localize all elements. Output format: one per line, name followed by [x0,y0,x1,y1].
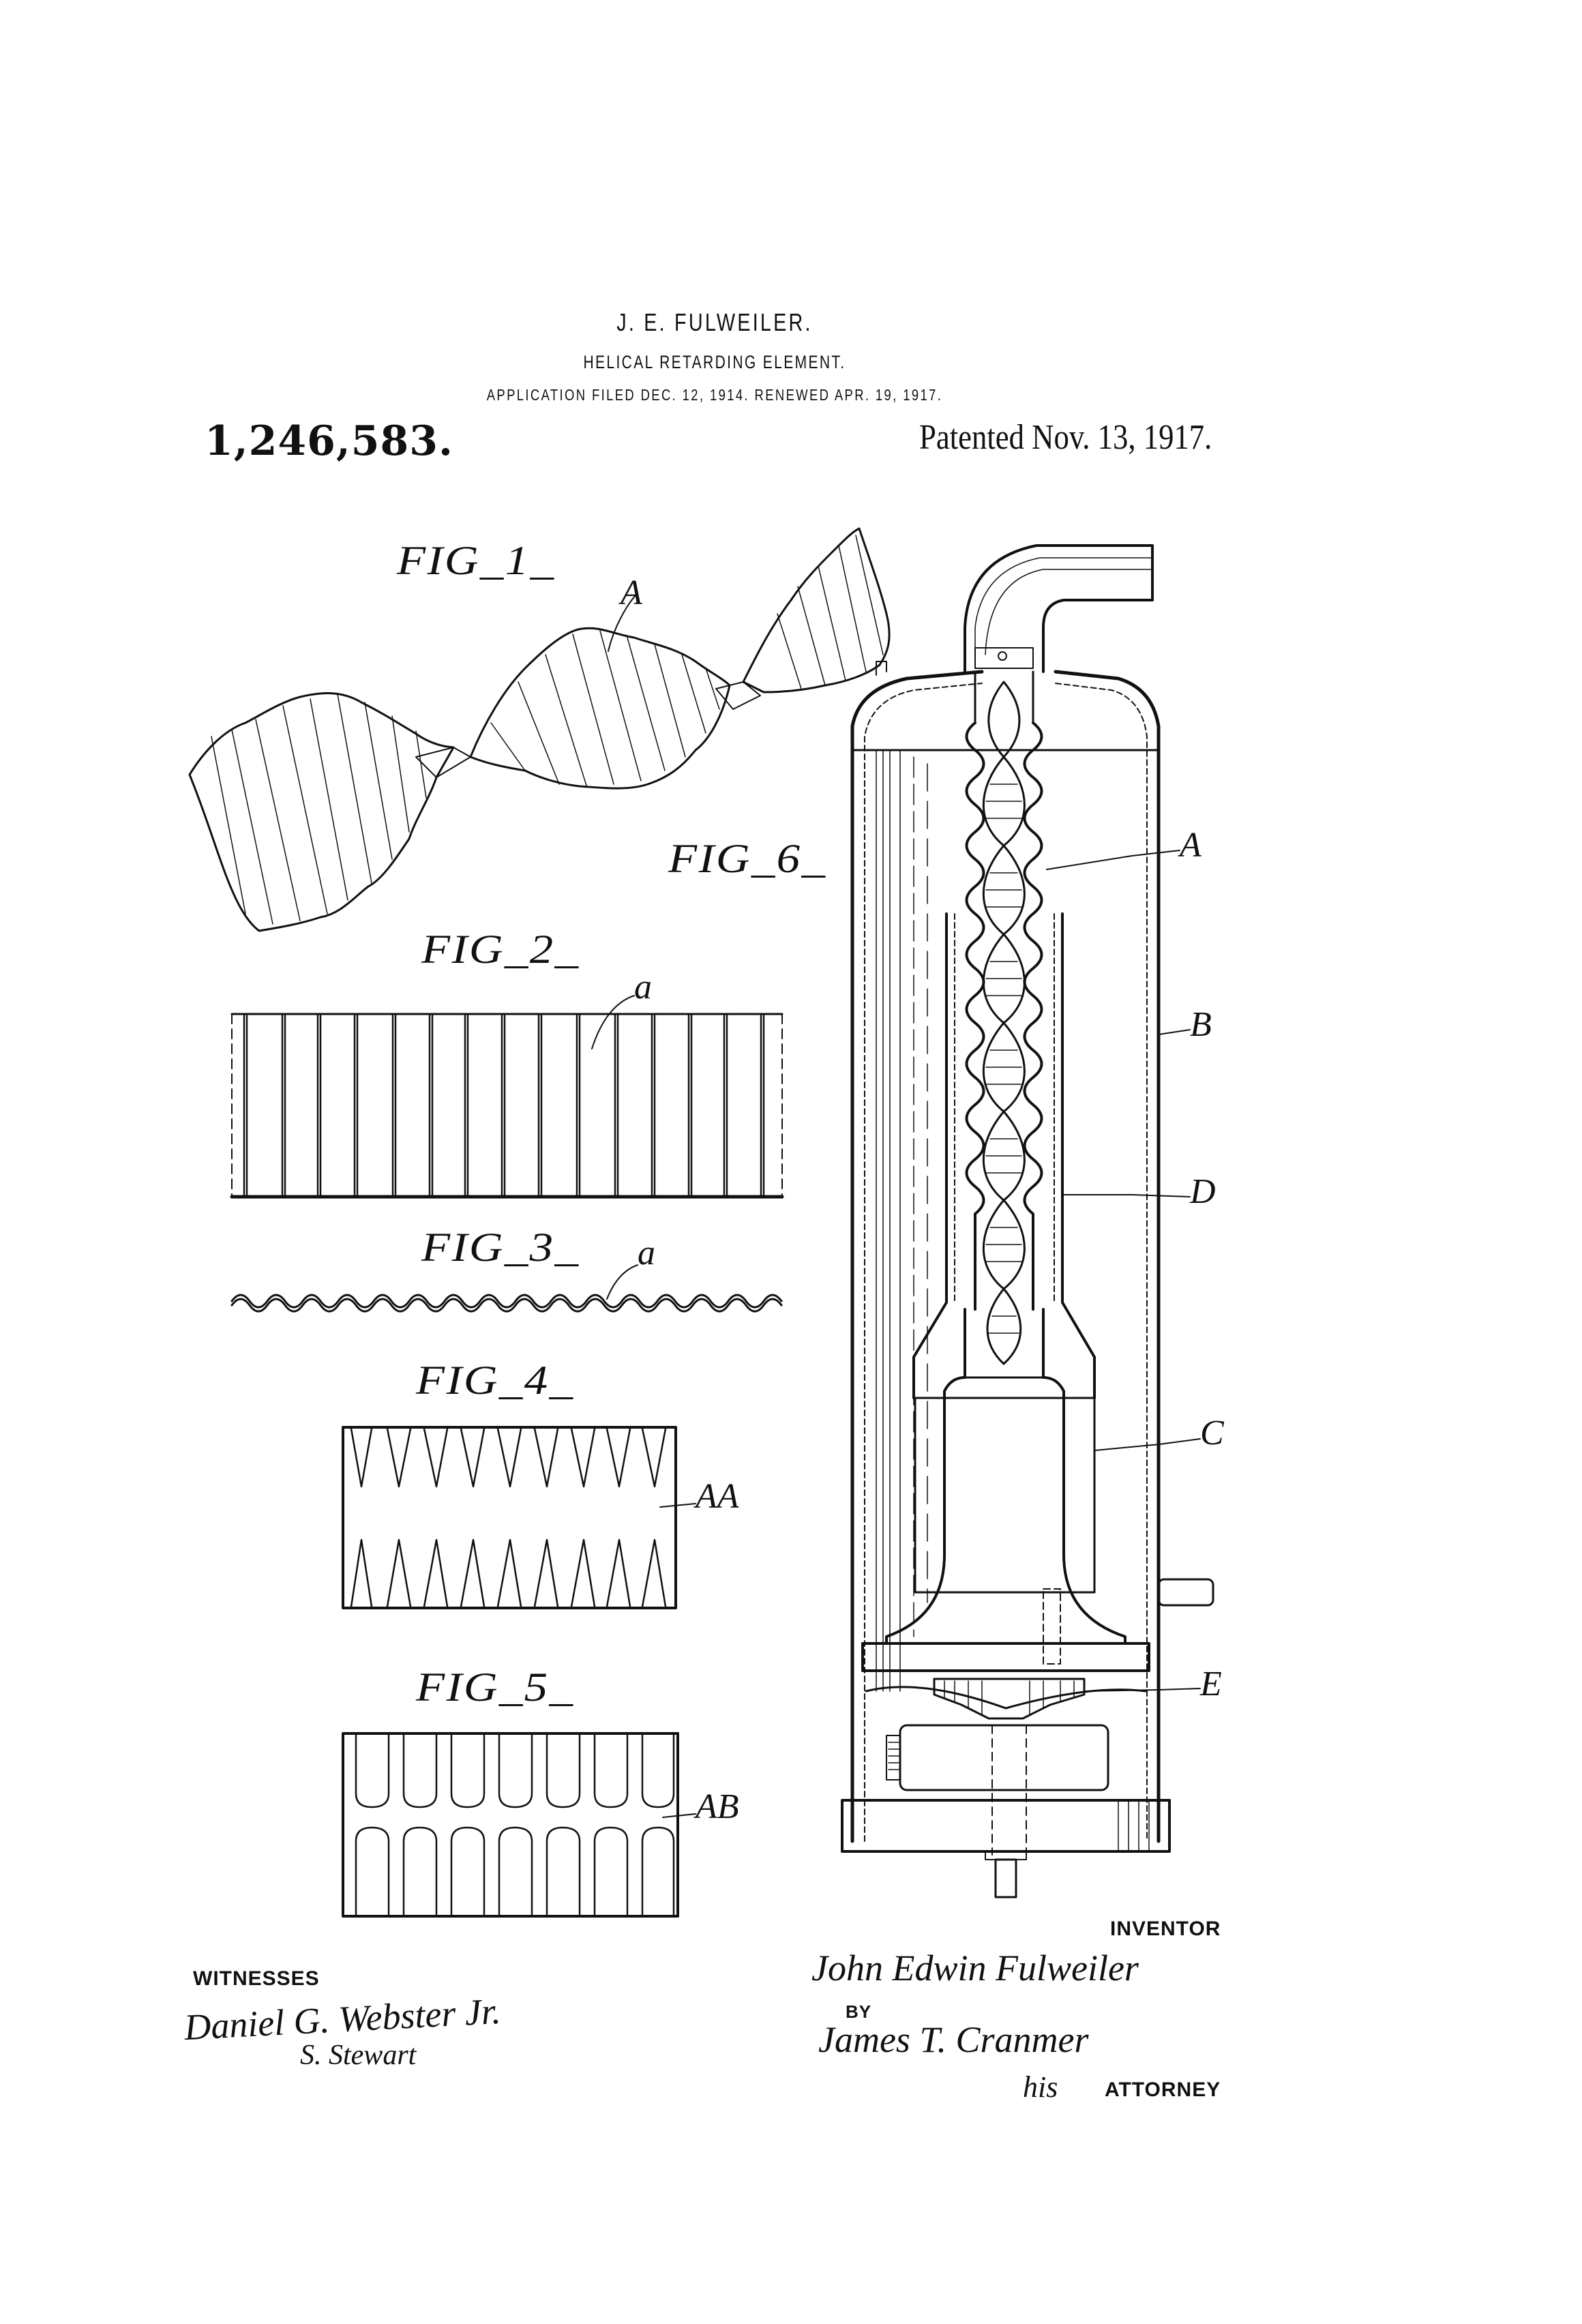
his-label: his [1023,2070,1058,2104]
fig6-ref-C: C [1200,1414,1224,1452]
fig2-ref-a: a [634,968,652,1007]
fig4-ref-AA: AA [696,1477,739,1516]
fig1-ref-A: A [621,573,642,612]
fig6-ref-A: A [1180,826,1202,865]
fig5-loop-sheet [342,1732,696,1918]
attorney-signature: James T. Cranmer [818,2019,1089,2060]
fig1-helical-ribbon [188,527,891,932]
fig6-ref-D: D [1190,1172,1216,1211]
patent-number: 1,246,583. [205,417,453,465]
fig6-apparatus [841,544,1214,1898]
by-label: BY [846,2001,872,2022]
fig6-ref-E: E [1200,1665,1222,1703]
fig3-wave-section [230,1264,783,1313]
fig6-label: FIG_6_ [668,836,827,881]
fig3-label: FIG_3_ [421,1225,580,1270]
inventor-label: INVENTOR [1110,1918,1221,1940]
fig2-label: FIG_2_ [421,927,580,972]
inventor-signature: John Edwin Fulweiler [811,1948,1139,1988]
fig6-ref-B: B [1190,1005,1212,1044]
fig1-label: FIG_1_ [397,538,556,583]
attorney-label: ATTORNEY [1105,2079,1221,2101]
application-dates: APPLICATION FILED DEC. 12, 1914. RENEWED… [486,386,943,404]
patented-date: Patented Nov. 13, 1917. [919,418,1212,457]
invention-title: HELICAL RETARDING ELEMENT. [583,352,846,372]
witness-signature-2: S. Stewart [300,2040,417,2071]
inventor-name-header: J. E. FULWEILER. [616,308,813,336]
fig5-ref-AB: AB [696,1787,739,1826]
fig2-corrugated-sheet [230,995,784,1199]
witnesses-label: WITNESSES [193,1967,320,1990]
fig4-tooth-sheet [342,1426,696,1609]
fig5-label: FIG_5_ [416,1665,575,1710]
fig4-label: FIG_4_ [416,1358,575,1403]
fig1-leader-line [608,593,638,652]
fig3-ref-a: a [638,1234,655,1272]
